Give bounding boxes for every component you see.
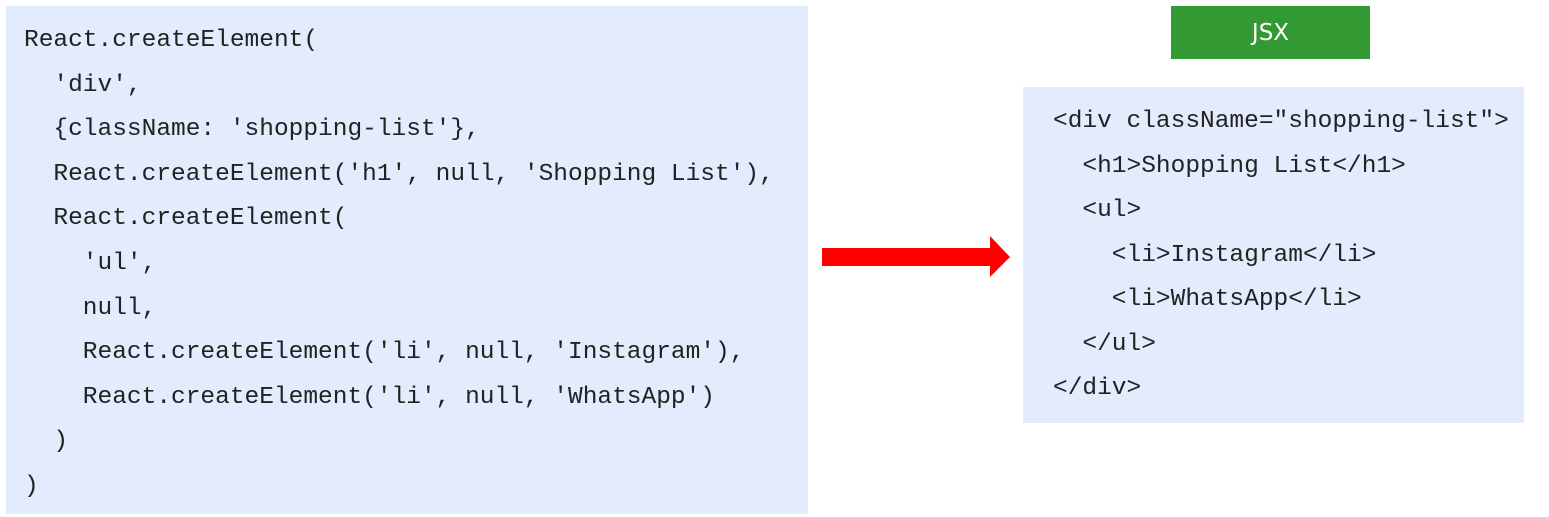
jsx-code-block: <div className="shopping-list"> <h1>Shop… [1023, 87, 1524, 423]
code-line: null, [24, 294, 157, 322]
jsx-badge-label: JSX [1251, 19, 1290, 46]
code-line: 'div', [24, 71, 142, 99]
code-line: ) [24, 473, 39, 500]
code-line: ) [24, 428, 69, 456]
create-element-code-block: React.createElement( 'div', {className: … [6, 6, 808, 514]
code-line: 'ul', [24, 250, 157, 277]
code-line: React.createElement( [24, 205, 348, 233]
code-line: React.createElement('h1', null, 'Shoppin… [24, 160, 774, 188]
code-line: <li>WhatsApp</li> [1053, 286, 1362, 313]
jsx-badge: JSX [1171, 6, 1370, 59]
code-line: React.createElement('li', null, 'WhatsAp… [24, 383, 716, 411]
code-line: </ul> [1053, 330, 1156, 358]
code-line: React.createElement( [24, 27, 319, 54]
code-line: <h1>Shopping List</h1> [1053, 152, 1406, 180]
code-line: <li>Instagram</li> [1053, 241, 1377, 269]
code-line: <div className="shopping-list"> [1053, 108, 1509, 135]
code-line: React.createElement('li', null, 'Instagr… [24, 339, 745, 367]
code-line: {className: 'shopping-list'}, [24, 116, 480, 144]
right-arrow-icon [822, 236, 1010, 277]
code-line: </div> [1053, 375, 1142, 402]
code-line: <ul> [1053, 197, 1142, 224]
